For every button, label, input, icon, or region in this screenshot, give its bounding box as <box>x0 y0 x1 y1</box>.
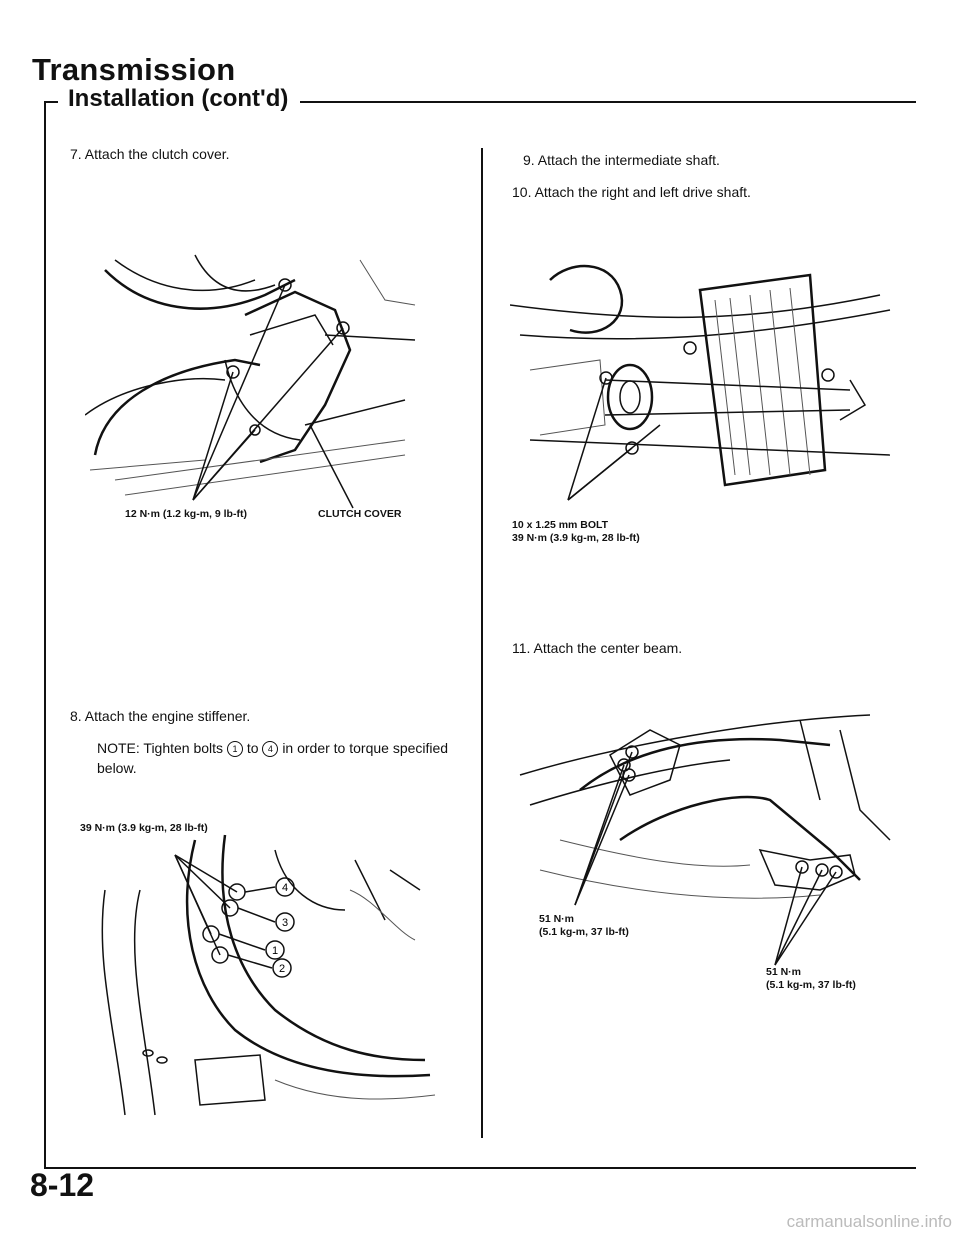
clutch-cover-torque-callout: 12 N·m (1.2 kg-m, 9 lb-ft) <box>125 508 247 520</box>
bolt-label-3: 3 <box>282 917 288 929</box>
watermark: carmanualsonline.info <box>786 1212 952 1231</box>
section-subtitle: Installation (cont'd) <box>68 85 289 112</box>
step-9-text: 9. Attach the intermediate shaft. <box>523 152 720 168</box>
engine-stiffener-illustration: 4 3 1 2 <box>101 834 436 1116</box>
left-margin-rule <box>44 101 46 1169</box>
bottom-rule <box>44 1167 916 1169</box>
drive-shaft-illustration <box>510 264 891 501</box>
note-mid: to <box>246 740 259 756</box>
page-title: Transmission <box>32 52 236 87</box>
center-beam-torque-callout-b-line2: (5.1 kg-m, 37 lb-ft) <box>766 979 856 991</box>
clutch-cover-part-callout: CLUTCH COVER <box>318 508 402 520</box>
subtitle-left-rule <box>44 101 58 103</box>
page-number: 8-12 <box>30 1167 95 1203</box>
stiffener-torque-callout: 39 N·m (3.9 kg-m, 28 lb-ft) <box>80 822 208 834</box>
bolt-label-1: 1 <box>272 945 278 957</box>
step-10-text: 10. Attach the right and left drive shaf… <box>512 184 751 200</box>
bolt-label-4: 4 <box>282 882 288 894</box>
step-11-text: 11. Attach the center beam. <box>512 640 683 656</box>
center-beam-illustration <box>519 714 891 966</box>
step-8-note: NOTE: Tighten bolts 1 to 4 in order to t… <box>97 738 457 778</box>
bolt-4-marker: 4 <box>262 741 279 758</box>
bolt-label-2: 2 <box>279 963 285 975</box>
center-beam-torque-callout-a-line2: (5.1 kg-m, 37 lb-ft) <box>539 926 629 938</box>
step-8-text: 8. Attach the engine stiffener. <box>70 708 251 724</box>
center-beam-torque-callout-b-line1: 51 N·m <box>766 966 802 978</box>
center-beam-torque-callout-a-line1: 51 N·m <box>539 913 575 925</box>
drive-shaft-bolt-callout: 10 x 1.25 mm BOLT <box>512 519 609 531</box>
note-prefix: NOTE: Tighten bolts <box>97 740 224 756</box>
column-divider <box>481 148 483 1138</box>
subtitle-right-rule <box>300 101 916 103</box>
clutch-cover-illustration <box>85 254 416 509</box>
step-7-text: 7. Attach the clutch cover. <box>70 146 230 162</box>
drive-shaft-torque-callout: 39 N·m (3.9 kg-m, 28 lb-ft) <box>512 532 640 544</box>
bolt-1-marker: 1 <box>226 741 243 758</box>
note-suffix: in order to torque specified below. <box>97 740 449 776</box>
